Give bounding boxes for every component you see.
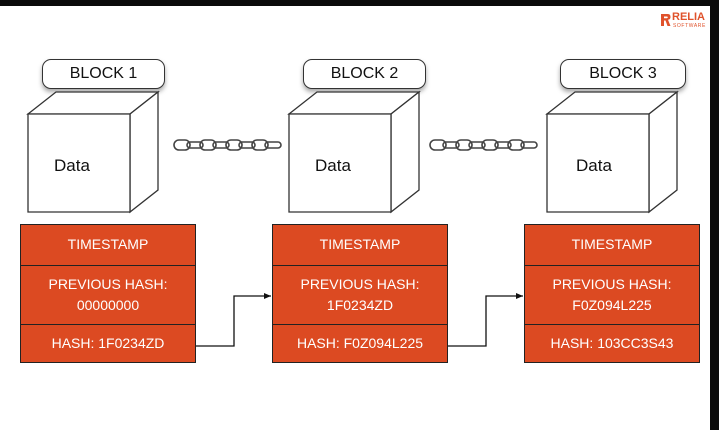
chain-icon [173, 139, 282, 151]
block-1-data-label: Data [54, 156, 90, 175]
block-3-timestamp: TIMESTAMP [524, 224, 700, 265]
block-3-header: TIMESTAMP PREVIOUS HASH: F0Z094L225 HASH… [524, 224, 700, 363]
previous-hash-label: PREVIOUS HASH: [300, 276, 420, 292]
brand-tagline: SOFTWARE [673, 23, 706, 29]
previous-hash-value: 1F0234ZD [326, 297, 394, 313]
arrow-block1-to-block2 [196, 293, 271, 347]
relia-logo-icon [661, 14, 671, 26]
block-2-previous-hash: PREVIOUS HASH: 1F0234ZD [272, 265, 448, 324]
block-2-header: TIMESTAMP PREVIOUS HASH: 1F0234ZD HASH: … [272, 224, 448, 363]
block-3-data-label: Data [576, 156, 612, 175]
block-1-title: BLOCK 1 [42, 59, 165, 89]
block-2-data-label: Data [315, 156, 351, 175]
top-border [0, 0, 719, 6]
right-border [710, 6, 719, 430]
previous-hash-label: PREVIOUS HASH: [48, 276, 168, 292]
block-3-cube-icon [545, 90, 679, 214]
brand-logo: RELIA SOFTWARE [660, 10, 708, 32]
arrow-block2-to-block3 [448, 293, 523, 347]
block-2-hash: HASH: F0Z094L225 [272, 324, 448, 363]
block-3-previous-hash: PREVIOUS HASH: F0Z094L225 [524, 265, 700, 324]
block-1-cube-icon [26, 90, 160, 214]
block-3-hash: HASH: 103CC3S43 [524, 324, 700, 363]
block-1-hash: HASH: 1F0234ZD [20, 324, 196, 363]
block-1-timestamp: TIMESTAMP [20, 224, 196, 265]
previous-hash-value: F0Z094L225 [572, 297, 652, 313]
block-3-title: BLOCK 3 [560, 59, 686, 89]
block-1-previous-hash: PREVIOUS HASH: 00000000 [20, 265, 196, 324]
chain-icon [429, 139, 538, 151]
block-2-title: BLOCK 2 [303, 59, 426, 89]
block-1-header: TIMESTAMP PREVIOUS HASH: 00000000 HASH: … [20, 224, 196, 363]
block-2-cube-icon [287, 90, 421, 214]
previous-hash-value: 00000000 [76, 297, 140, 313]
block-2-timestamp: TIMESTAMP [272, 224, 448, 265]
brand-name: RELIA [672, 11, 705, 23]
previous-hash-label: PREVIOUS HASH: [552, 276, 672, 292]
